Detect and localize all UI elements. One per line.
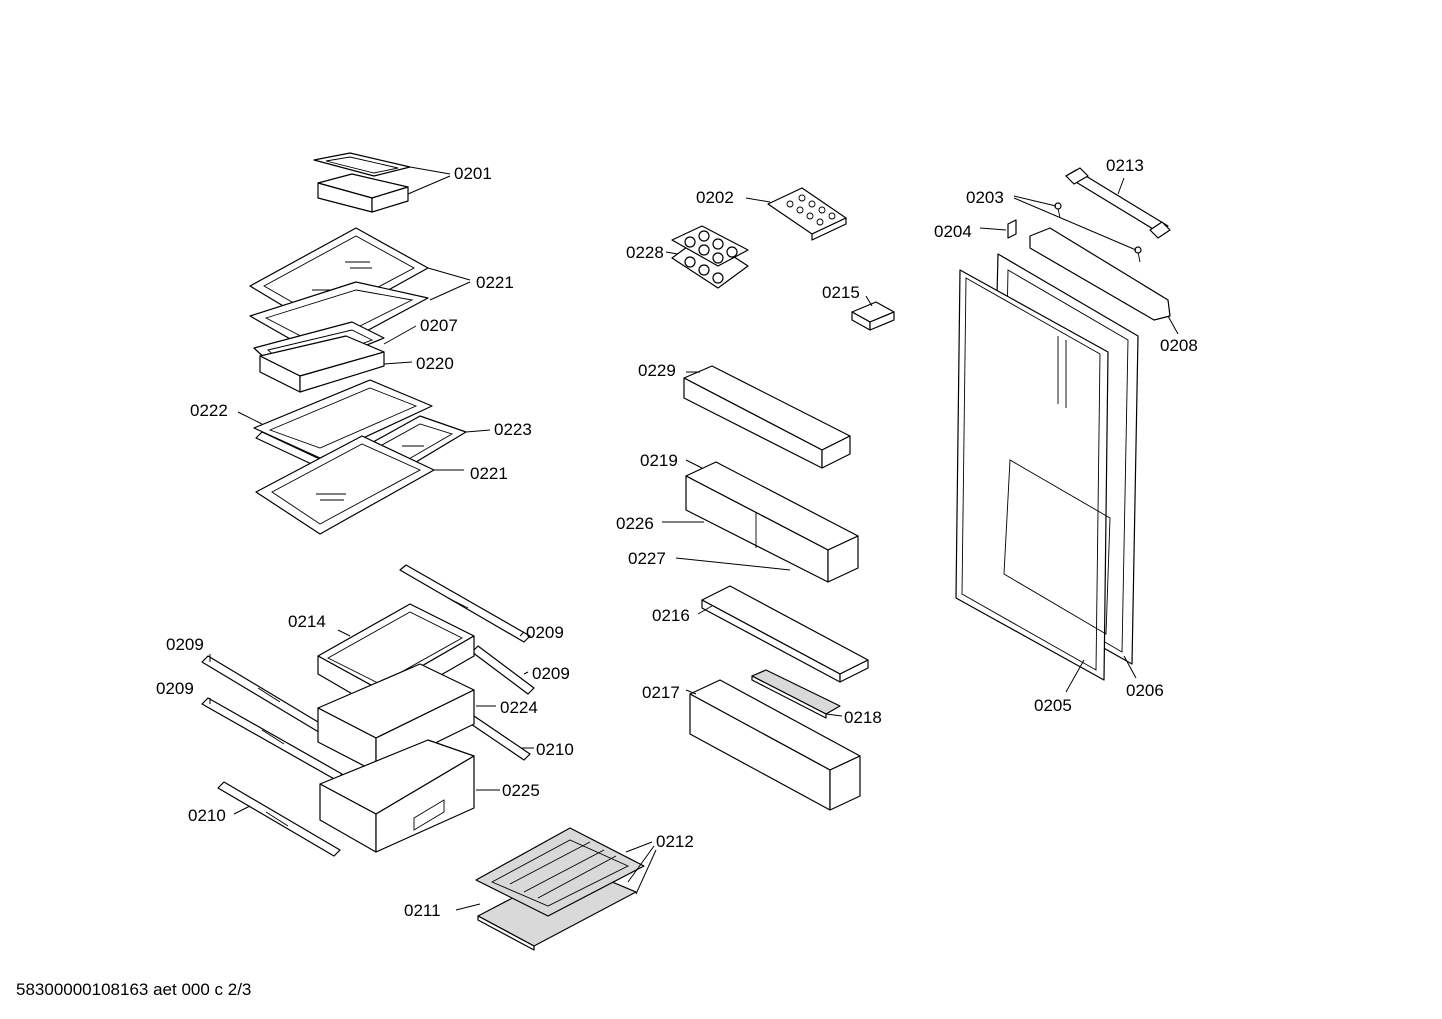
label-0218: 0218 [844,708,882,727]
label-0201: 0201 [454,164,492,183]
label-0206: 0206 [1126,681,1164,700]
label-0219: 0219 [640,451,678,470]
label-0225: 0225 [502,781,540,800]
part-0203-screw-1 [1054,202,1062,219]
part-0208-hinge-bracket [1029,227,1171,321]
label-0210-right: 0210 [536,740,574,759]
part-0215-small-box [851,301,895,331]
label-0211: 0211 [404,901,441,920]
label-0214: 0214 [288,612,326,631]
part-0203-screw-2 [1134,246,1142,263]
label-0224: 0224 [500,698,538,717]
part-0219-door-bin [685,461,859,583]
label-0221-bottom: 0221 [470,464,508,483]
part-0212-grate-upper [475,827,645,917]
label-0209-left-2: 0209 [156,679,194,698]
document-code: 58300000108163 aet 000 c 2/3 [16,980,252,999]
label-0227: 0227 [628,549,666,568]
leader-lines [209,166,1179,911]
label-0209-upper-right: 0209 [526,623,564,642]
part-0202-ice-tray [767,187,847,241]
label-0216: 0216 [652,606,690,625]
label-0210-left: 0210 [188,806,226,825]
label-0222: 0222 [190,401,228,420]
part-0213-handle [1065,167,1171,239]
label-0209-left-1: 0209 [166,635,204,654]
part-0228-egg-trays [671,225,749,289]
label-0212: 0212 [656,832,694,851]
label-0205: 0205 [1034,696,1072,715]
part-number-labels: 0201 0221 0207 0220 0222 0223 0221 0214 … [156,156,1198,920]
label-0221-top: 0221 [476,273,514,292]
label-0223: 0223 [494,420,532,439]
part-0218-divider [751,669,841,719]
label-0229: 0229 [638,361,676,380]
label-0226: 0226 [616,514,654,533]
label-0204: 0204 [934,222,972,241]
label-0228: 0228 [626,243,664,262]
part-0210-rail-left [217,781,341,857]
label-0217: 0217 [642,683,680,702]
label-0203: 0203 [966,188,1004,207]
part-0209-rail-upper-right [399,564,531,643]
part-0216-door-shelf-small [701,585,869,683]
part-0229-door-shelf [683,365,851,469]
label-0209-middle-right: 0209 [532,664,570,683]
part-0201-small-tray [313,152,411,213]
part-0209-rail-left-2 [201,697,343,781]
part-0225-drawer-bottom [319,739,475,853]
label-0220: 0220 [416,354,454,373]
label-0207: 0207 [420,316,458,335]
part-0205-door-gasket [955,269,1111,681]
part-0220-box [259,335,385,393]
label-0213: 0213 [1106,156,1144,175]
part-0217-door-bin-large [689,679,861,811]
label-0215: 0215 [822,283,860,302]
part-0204-clip [1007,219,1017,239]
part-0209-rail-middle-right [471,645,535,695]
part-0210-rail-right [467,715,531,761]
label-0208: 0208 [1160,336,1198,355]
label-0202: 0202 [696,188,734,207]
